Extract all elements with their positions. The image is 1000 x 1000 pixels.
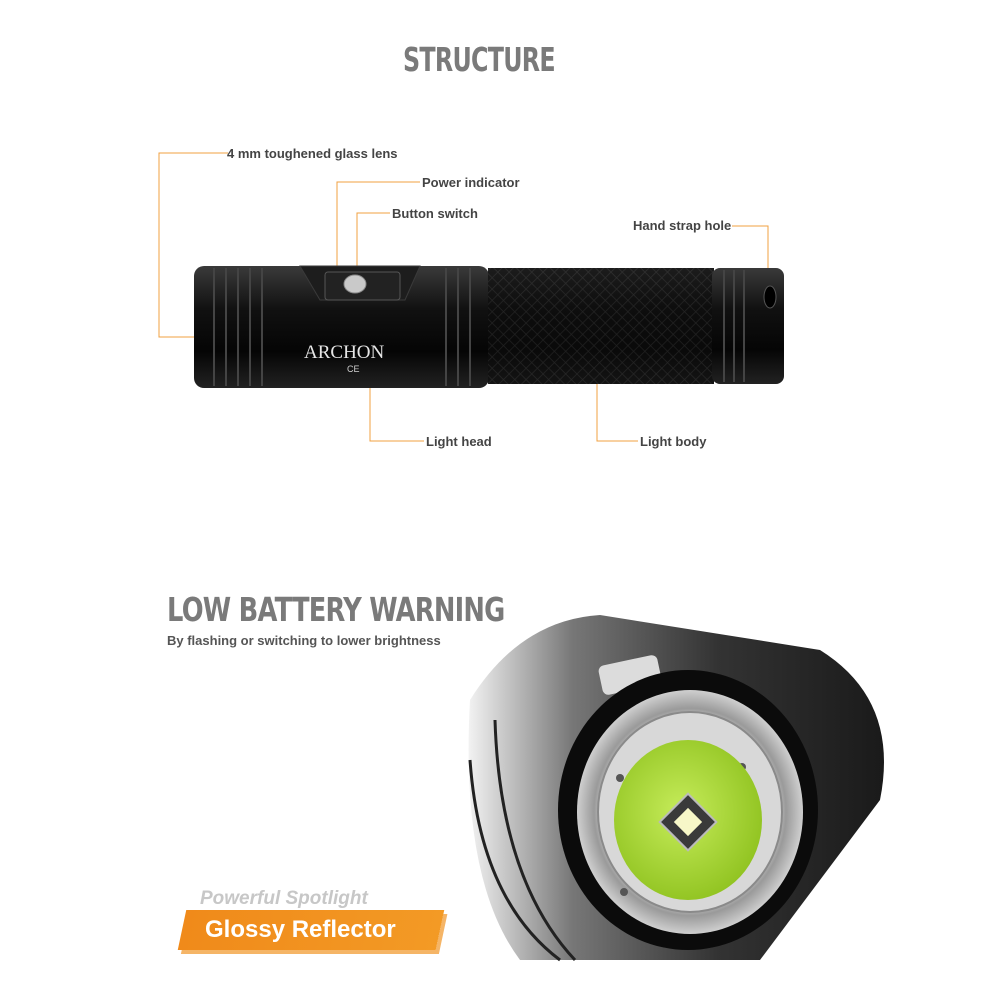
callout-strap-hole: Hand strap hole bbox=[633, 218, 732, 233]
callout-light-body: Light body bbox=[640, 434, 707, 449]
button-switch-icon bbox=[343, 274, 367, 294]
ce-mark: CE bbox=[347, 364, 360, 374]
strap-hole-icon bbox=[763, 285, 777, 309]
callout-lens: 4 mm toughened glass lens bbox=[227, 146, 398, 161]
structure-title: STRUCTURE bbox=[403, 40, 556, 79]
light-head-shape bbox=[194, 266, 489, 388]
callout-power-indicator: Power indicator bbox=[422, 175, 520, 190]
low-battery-title: LOW BATTERY WARNING bbox=[167, 590, 505, 629]
brand-logo: ARCHON bbox=[304, 342, 385, 363]
reflector-banner-text: Glossy Reflector bbox=[205, 916, 396, 943]
low-battery-subtitle: By flashing or switching to lower bright… bbox=[167, 633, 441, 648]
callout-button-switch: Button switch bbox=[392, 206, 478, 221]
callout-light-head: Light head bbox=[426, 434, 492, 449]
spotlight-tagline: Powerful Spotlight bbox=[200, 888, 368, 909]
